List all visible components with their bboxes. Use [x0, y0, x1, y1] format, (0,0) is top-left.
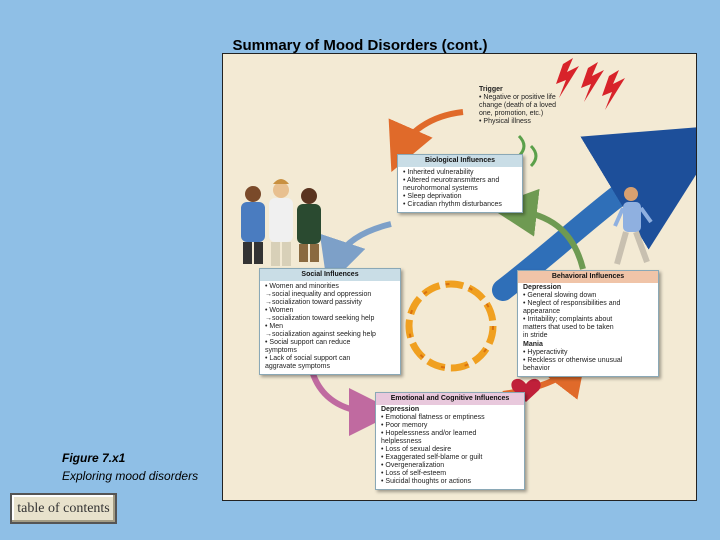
biological-influences-box: Biological Influences • Inherited vulner…	[397, 154, 523, 213]
people-illustration	[241, 179, 321, 266]
behavioral-influences-box: Behavioral Influences Depression • Gener…	[517, 270, 659, 377]
mood-disorders-figure: Trigger • Negative or positive life chan…	[222, 53, 697, 501]
figure-number: Figure 7.x1	[62, 451, 126, 465]
social-header: Social Influences	[260, 269, 400, 281]
depression-label: Depression	[381, 406, 420, 413]
list-item: →socialization toward seeking help	[265, 315, 375, 322]
arrow-bio-social	[319, 221, 392, 287]
list-item: • Neglect of responsibilities and	[523, 300, 621, 307]
list-item: • Hyperactivity	[523, 349, 568, 356]
list-item: appearance	[523, 308, 560, 315]
figure-caption: Figure 7.x1 Exploring mood disorders	[62, 449, 198, 485]
slide-title: Summary of Mood Disorders (cont.)	[232, 37, 488, 54]
list-item: • Overgeneralization	[381, 462, 445, 469]
biological-header: Biological Influences	[398, 155, 522, 167]
list-item: aggravate symptoms	[265, 363, 330, 370]
list-item: • Circadian rhythm disturbances	[403, 201, 502, 208]
list-item: →socialization against seeking help	[265, 331, 376, 338]
list-item: neurohormonal systems	[403, 185, 478, 192]
list-item: symptoms	[265, 347, 297, 354]
arrow-social-emot	[310, 372, 397, 436]
list-item: • Negative or positive life	[479, 94, 556, 101]
list-item: • Inherited vulnerability	[403, 169, 474, 176]
list-item: →social inequality and oppression	[265, 291, 372, 298]
arrow-behav-bio	[489, 188, 586, 270]
lightning-icon	[556, 58, 579, 98]
list-item: • Irritability; complaints about	[523, 316, 613, 323]
list-item: behavior	[523, 365, 550, 372]
list-item: • Women	[265, 307, 294, 314]
list-item: • Women and minorities	[265, 283, 339, 290]
list-item: change (death of a loved	[479, 102, 557, 109]
mania-label: Mania	[523, 341, 543, 348]
list-item: matters that used to be taken	[523, 324, 614, 331]
walking-woman-illustration	[613, 187, 653, 265]
list-item: • Suicidal thoughts or actions	[381, 478, 472, 485]
list-item: • Physical illness	[479, 118, 531, 125]
emotional-cognitive-influences-box: Emotional and Cognitive Influences Depre…	[375, 392, 525, 490]
behavioral-header: Behavioral Influences	[518, 271, 658, 283]
list-item: • Men	[265, 323, 284, 330]
list-item: helplessness	[381, 438, 422, 445]
emotional-header: Emotional and Cognitive Influences	[376, 393, 524, 405]
list-item: one, promotion, etc.)	[479, 110, 544, 117]
list-item: • Social support can reduce	[265, 339, 351, 346]
list-item: • Lack of social support can	[265, 355, 351, 362]
social-influences-box: Social Influences • Women and minorities…	[259, 268, 401, 375]
heart-icon	[511, 378, 541, 402]
list-item: • Loss of self-esteem	[381, 470, 447, 477]
list-item: • Altered neurotransmitters and	[403, 177, 500, 184]
list-item: • General slowing down	[523, 292, 597, 299]
dna-icon	[529, 144, 538, 168]
list-item: • Reckless or otherwise unusual	[523, 357, 623, 364]
list-item: • Sleep deprivation	[403, 193, 462, 200]
lightning-icon	[602, 70, 625, 110]
trigger-header: Trigger	[479, 86, 503, 93]
list-item: • Exaggerated self-blame or guilt	[381, 454, 483, 461]
trigger-text: Trigger • Negative or positive life chan…	[465, 86, 575, 126]
figure-caption-text: Exploring mood disorders	[62, 469, 199, 483]
list-item: in stride	[523, 332, 548, 339]
table-of-contents-button[interactable]: table of contents	[10, 493, 117, 524]
list-item: • Hopelessness and/or learned	[381, 430, 477, 437]
arrow-trigger-bio	[388, 109, 464, 172]
list-item: • Emotional flatness or emptiness	[381, 414, 485, 421]
lightning-icon	[581, 62, 604, 102]
depression-label: Depression	[523, 284, 562, 291]
list-item: →socialization toward passivity	[265, 299, 362, 306]
list-item: • Loss of sexual desire	[381, 446, 452, 453]
list-item: • Poor memory	[381, 422, 428, 429]
